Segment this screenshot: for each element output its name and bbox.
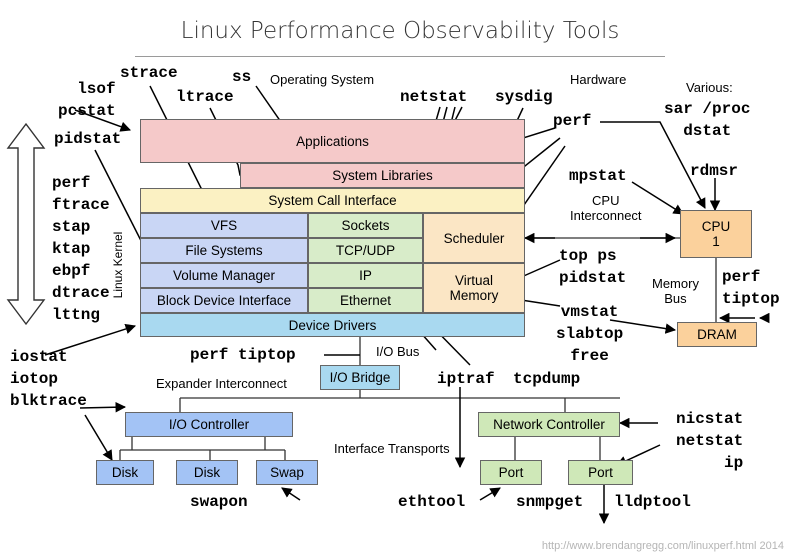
expander-interconnect-label: Expander Interconnect bbox=[156, 376, 287, 391]
dram-block: DRAM bbox=[677, 322, 757, 347]
tool-perf-top: perf bbox=[553, 112, 592, 130]
port-1-block: Port bbox=[480, 460, 542, 485]
tool-strace: strace bbox=[120, 64, 178, 82]
io-bus-label: I/O Bus bbox=[376, 344, 420, 359]
various-label: Various: bbox=[686, 80, 733, 95]
tool-iostat-iotop-blktrace: iostat iotop blktrace bbox=[10, 348, 87, 410]
file-systems-block: File Systems bbox=[140, 238, 308, 263]
disk-2-block: Disk bbox=[176, 460, 238, 485]
tool-ss: ss bbox=[232, 68, 252, 86]
tool-tcpdump: tcpdump bbox=[513, 370, 581, 388]
system-call-interface-block: System Call Interface bbox=[140, 188, 525, 213]
tool-ltrace: ltrace bbox=[176, 88, 234, 106]
disk-1-block: Disk bbox=[96, 460, 154, 485]
credit-text: http://www.brendangregg.com/linuxperf.ht… bbox=[541, 540, 784, 552]
tool-perf-tiptop-right: perf tiptop bbox=[722, 268, 780, 308]
tool-snmpget: snmpget bbox=[516, 493, 584, 511]
memory-bus-label: Memory Bus bbox=[652, 276, 699, 306]
port-2-block: Port bbox=[568, 460, 633, 485]
tool-nicstat-netstat-ip: nicstat netstat ip bbox=[676, 410, 744, 472]
volume-manager-block: Volume Manager bbox=[140, 263, 308, 288]
interface-transports-label: Interface Transports bbox=[334, 441, 450, 456]
network-controller-block: Network Controller bbox=[478, 412, 620, 437]
tool-vmstat-slabtop-free: vmstat slabtop free bbox=[556, 303, 624, 365]
tcp-udp-block: TCP/UDP bbox=[308, 238, 423, 263]
tool-rdmsr: rdmsr bbox=[690, 162, 739, 180]
tool-kernel-tracers: perf ftrace stap ktap ebpf dtrace lttng bbox=[52, 174, 110, 324]
hardware-label: Hardware bbox=[570, 72, 627, 87]
tool-sar-proc-dstat: sar /proc dstat bbox=[664, 100, 751, 140]
linux-kernel-label: Linux Kernel bbox=[111, 231, 125, 299]
system-libraries-block: System Libraries bbox=[240, 163, 525, 188]
scheduler-block: Scheduler bbox=[423, 213, 525, 263]
io-bridge-block: I/O Bridge bbox=[320, 365, 400, 390]
applications-block: Applications bbox=[140, 119, 525, 163]
cpu-interconnect-label: CPU Interconnect bbox=[570, 193, 642, 223]
virtual-memory-block: Virtual Memory bbox=[423, 263, 525, 313]
vfs-block: VFS bbox=[140, 213, 308, 238]
tool-ethtool: ethtool bbox=[398, 493, 466, 511]
tool-sysdig: sysdig bbox=[495, 88, 553, 106]
block-device-interface-block: Block Device Interface bbox=[140, 288, 308, 313]
tool-lldptool: lldptool bbox=[614, 493, 691, 511]
kernel-range-double-arrow bbox=[6, 122, 46, 326]
sockets-block: Sockets bbox=[308, 213, 423, 238]
operating-system-label: Operating System bbox=[270, 72, 375, 87]
diagram-title: Linux Performance Observability Tools bbox=[180, 18, 620, 44]
io-controller-block: I/O Controller bbox=[125, 412, 293, 437]
device-drivers-block: Device Drivers bbox=[140, 313, 525, 337]
tool-mpstat: mpstat bbox=[569, 167, 627, 185]
tool-swapon: swapon bbox=[190, 493, 248, 511]
tool-top-ps-pidstat: top ps pidstat bbox=[559, 247, 627, 287]
tool-iptraf: iptraf bbox=[437, 370, 495, 388]
tool-pidstat-left: pidstat bbox=[54, 130, 122, 148]
tool-netstat-top: netstat bbox=[400, 88, 468, 106]
swap-block: Swap bbox=[256, 460, 318, 485]
ethernet-block: Ethernet bbox=[308, 288, 423, 313]
tool-perf-tiptop-center: perf tiptop bbox=[190, 346, 296, 364]
ip-block: IP bbox=[308, 263, 423, 288]
tool-lsof-pcstat: lsof pcstat bbox=[58, 80, 116, 120]
title-underline bbox=[135, 56, 665, 57]
cpu-block: CPU 1 bbox=[680, 210, 752, 258]
